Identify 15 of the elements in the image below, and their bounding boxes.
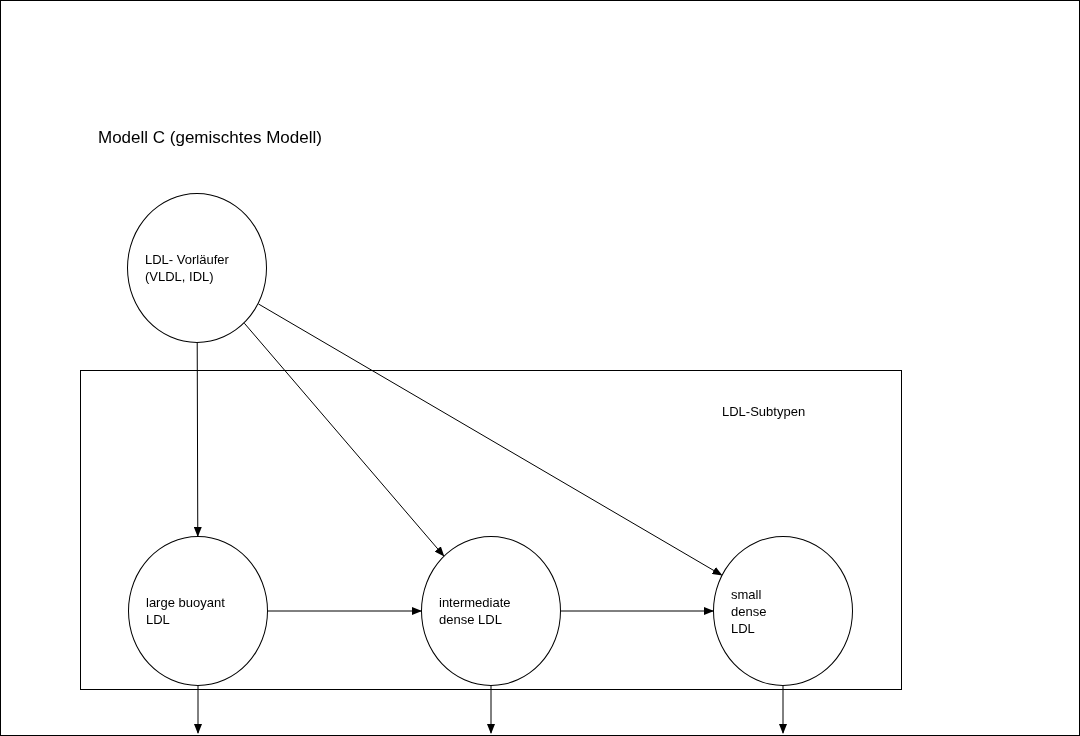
arrow xyxy=(487,685,495,734)
arrow xyxy=(257,303,723,576)
title: Modell C (gemischtes Modell) xyxy=(98,127,322,149)
node-label: small dense LDL xyxy=(731,585,768,637)
group-heading: LDL-Subtypen xyxy=(722,403,806,421)
arrow xyxy=(193,342,202,537)
arrow xyxy=(194,685,202,734)
group-box xyxy=(80,370,902,690)
arrow xyxy=(779,685,787,734)
arrow xyxy=(560,607,714,615)
node-label: intermediate dense LDL xyxy=(439,594,512,628)
node-label: LDL- Vorläufer (VLDL, IDL) xyxy=(145,251,230,285)
arrow xyxy=(243,322,445,557)
node-label: large buoyant LDL xyxy=(146,594,226,628)
arrow xyxy=(267,607,422,615)
